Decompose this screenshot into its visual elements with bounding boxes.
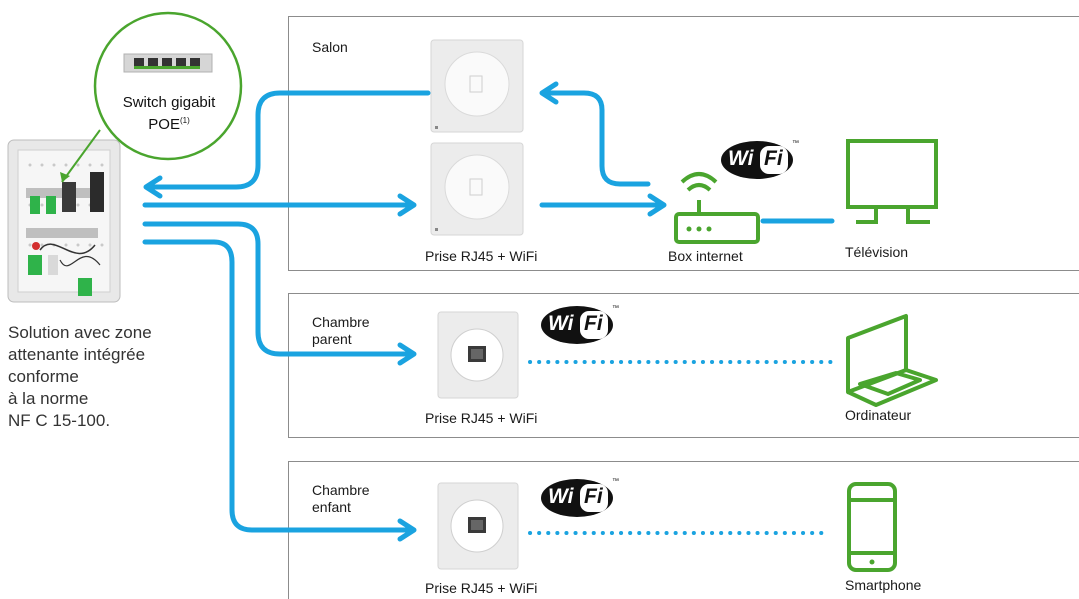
room-chambre-enfant: [288, 461, 1079, 599]
network-cables: [142, 81, 835, 542]
wifi-dotted-links: [528, 360, 838, 535]
room-name-chambre-enfant: Chambre enfant: [312, 482, 370, 516]
room-salon: [288, 16, 1079, 271]
room-chambre-parent: [288, 293, 1079, 438]
laptop-label: Ordinateur: [845, 407, 912, 423]
wifi-tm-text: ™: [792, 140, 799, 147]
wifi-tm-text: ™: [612, 478, 619, 485]
desc-line: NF C 15-100.: [8, 411, 111, 430]
distribution-panel: [7, 139, 121, 303]
parent-outlet: [437, 311, 519, 399]
panel-description: Solution avec zone attenante intégrée co…: [8, 322, 152, 432]
wifi-tm-text: ™: [612, 305, 619, 312]
room-name-salon: Salon: [312, 39, 348, 55]
desc-line: conforme: [8, 367, 79, 386]
smartphone-label: Smartphone: [845, 577, 922, 593]
wifi-wi-text: Wi: [728, 147, 754, 170]
switch-label-line2: POE: [148, 116, 180, 133]
salon-outlet-1: [430, 39, 524, 133]
wifi-badge-graphic: [541, 306, 613, 344]
wifi-badge-graphic: [541, 479, 613, 517]
laptop-icon: [846, 314, 938, 407]
room-name-line1: Chambre: [312, 482, 370, 498]
room-name-line2: parent: [312, 331, 352, 347]
room-name-line2: enfant: [312, 499, 351, 515]
wifi-badge-graphic: [721, 141, 793, 179]
desc-line: Solution avec zone: [8, 323, 152, 342]
switch-label-line2-wrap: POE(1): [108, 112, 230, 134]
tv-label: Télévision: [845, 244, 909, 260]
room-name-chambre-parent: Chambre parent: [312, 314, 370, 348]
enfant-outlet: [437, 482, 519, 570]
wifi-wi-text: Wi: [548, 312, 574, 335]
salon-outlet-2: [430, 142, 524, 236]
switch-footnote: (1): [179, 116, 190, 125]
smartphone-icon: [847, 482, 897, 572]
desc-line: à la norme: [8, 389, 89, 408]
router-icon: [674, 172, 760, 244]
wifi-logo-parent: Wi Fi ™: [540, 305, 620, 345]
salon-outlet-label: Prise RJ45 + WiFi: [425, 248, 538, 264]
room-name-line1: Chambre: [312, 314, 370, 330]
desc-line: attenante intégrée: [8, 345, 146, 364]
switch-label-line1: Switch gigabit: [122, 94, 216, 111]
parent-outlet-label: Prise RJ45 + WiFi: [425, 410, 538, 426]
switch-bubble: [60, 11, 243, 183]
wifi-fi-text: Fi: [584, 312, 603, 335]
enfant-outlet-label: Prise RJ45 + WiFi: [425, 580, 538, 596]
wifi-wi-text: Wi: [548, 485, 574, 508]
television-icon: [846, 139, 938, 224]
switch-label: Switch gigabit POE(1): [108, 94, 230, 134]
wifi-logo-enfant: Wi Fi ™: [540, 478, 620, 518]
wifi-fi-text: Fi: [764, 147, 783, 170]
wifi-fi-text: Fi: [584, 485, 603, 508]
wifi-logo-salon: Wi Fi ™: [720, 140, 800, 180]
router-label: Box internet: [668, 248, 743, 264]
